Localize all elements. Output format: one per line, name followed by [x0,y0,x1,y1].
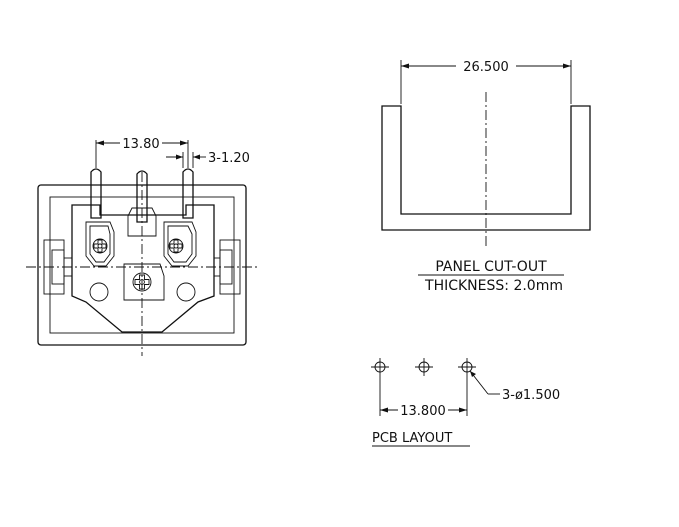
left-pin [85,168,115,267]
socket-front-view: 13.80 3-1.20 [26,137,258,356]
pcb-spacing-label: 13.800 [400,404,446,419]
pin-spacing-label: 13.80 [122,137,159,152]
panel-thickness-label: THICKNESS: 2.0mm [424,278,563,294]
pcb-spacing-dimension: 13.800 [379,376,468,419]
pcb-hole-3 [458,358,476,376]
pin-width-label: 3-1.20 [208,151,250,166]
pin-width-dimension: 3-1.20 [166,151,250,168]
pcb-layout-title: PCB LAYOUT [372,431,452,446]
panel-width-label: 26.500 [463,60,509,75]
right-screw-icon [168,238,184,254]
panel-cutout-view: 26.500 PANEL CUT-OUT THICKNESS: 2.0mm [381,60,591,294]
pcb-hole-leader: 3-ø1.500 [469,370,560,403]
pcb-hole-1 [371,358,389,376]
panel-width-dimension: 26.500 [400,60,572,104]
right-mount-hole [176,282,196,302]
earth-screw-icon [132,272,152,292]
pcb-hole-label: 3-ø1.500 [502,388,560,403]
pcb-hole-2 [415,358,433,376]
left-screw-icon [92,238,108,254]
pcb-layout-view: 3-ø1.500 13.800 PCB LAYOUT [371,358,560,447]
left-mount-hole [89,282,109,302]
earth-pin [123,170,165,301]
right-pin [163,168,197,267]
pin-spacing-dimension: 13.80 [95,137,189,168]
panel-cutout-title: PANEL CUT-OUT [435,259,547,275]
socket-face-outline [71,204,215,333]
panel-cutout-outline [381,105,591,231]
